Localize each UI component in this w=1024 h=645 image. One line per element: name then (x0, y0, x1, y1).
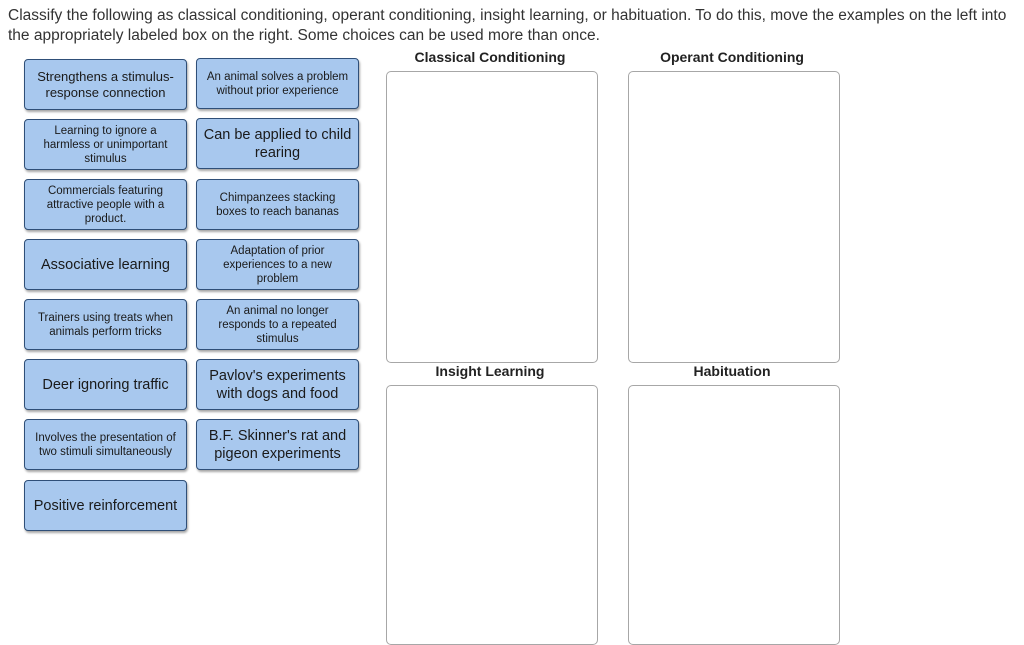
card-commercials[interactable]: Commercials featuring attractive people … (24, 179, 187, 230)
card-pavlov[interactable]: Pavlov's experiments with dogs and food (196, 359, 359, 410)
card-two-stimuli[interactable]: Involves the presentation of two stimuli… (24, 419, 187, 470)
bin-title-habituation: Habituation (693, 363, 771, 379)
card-learning-to-ignore[interactable]: Learning to ignore a harmless or unimpor… (24, 119, 187, 170)
bin-title-operant: Operant Conditioning (660, 49, 804, 65)
card-animal-solves-problem[interactable]: An animal solves a problem without prior… (196, 58, 359, 109)
card-chimpanzees-boxes[interactable]: Chimpanzees stacking boxes to reach bana… (196, 179, 359, 230)
card-associative-learning[interactable]: Associative learning (24, 239, 187, 290)
drop-zone-habituation[interactable] (628, 385, 840, 645)
bin-title-classical: Classical Conditioning (414, 49, 566, 65)
card-strengthens-stimulus-response[interactable]: Strengthens a stimulus-response connecti… (24, 59, 187, 110)
card-positive-reinforcement[interactable]: Positive reinforcement (24, 480, 187, 531)
drop-zone-operant-conditioning[interactable] (628, 71, 840, 363)
instructions-text: Classify the following as classical cond… (8, 7, 1007, 44)
card-adaptation-prior-experiences[interactable]: Adaptation of prior experiences to a new… (196, 239, 359, 290)
card-no-longer-responds[interactable]: An animal no longer responds to a repeat… (196, 299, 359, 350)
drop-zone-insight-learning[interactable] (386, 385, 598, 645)
card-child-rearing[interactable]: Can be applied to child rearing (196, 118, 359, 169)
card-skinner[interactable]: B.F. Skinner's rat and pigeon experiment… (196, 419, 359, 470)
card-deer-ignoring-traffic[interactable]: Deer ignoring traffic (24, 359, 187, 410)
card-trainers-treats[interactable]: Trainers using treats when animals perfo… (24, 299, 187, 350)
bin-title-insight: Insight Learning (435, 363, 545, 379)
drop-zone-classical-conditioning[interactable] (386, 71, 598, 363)
